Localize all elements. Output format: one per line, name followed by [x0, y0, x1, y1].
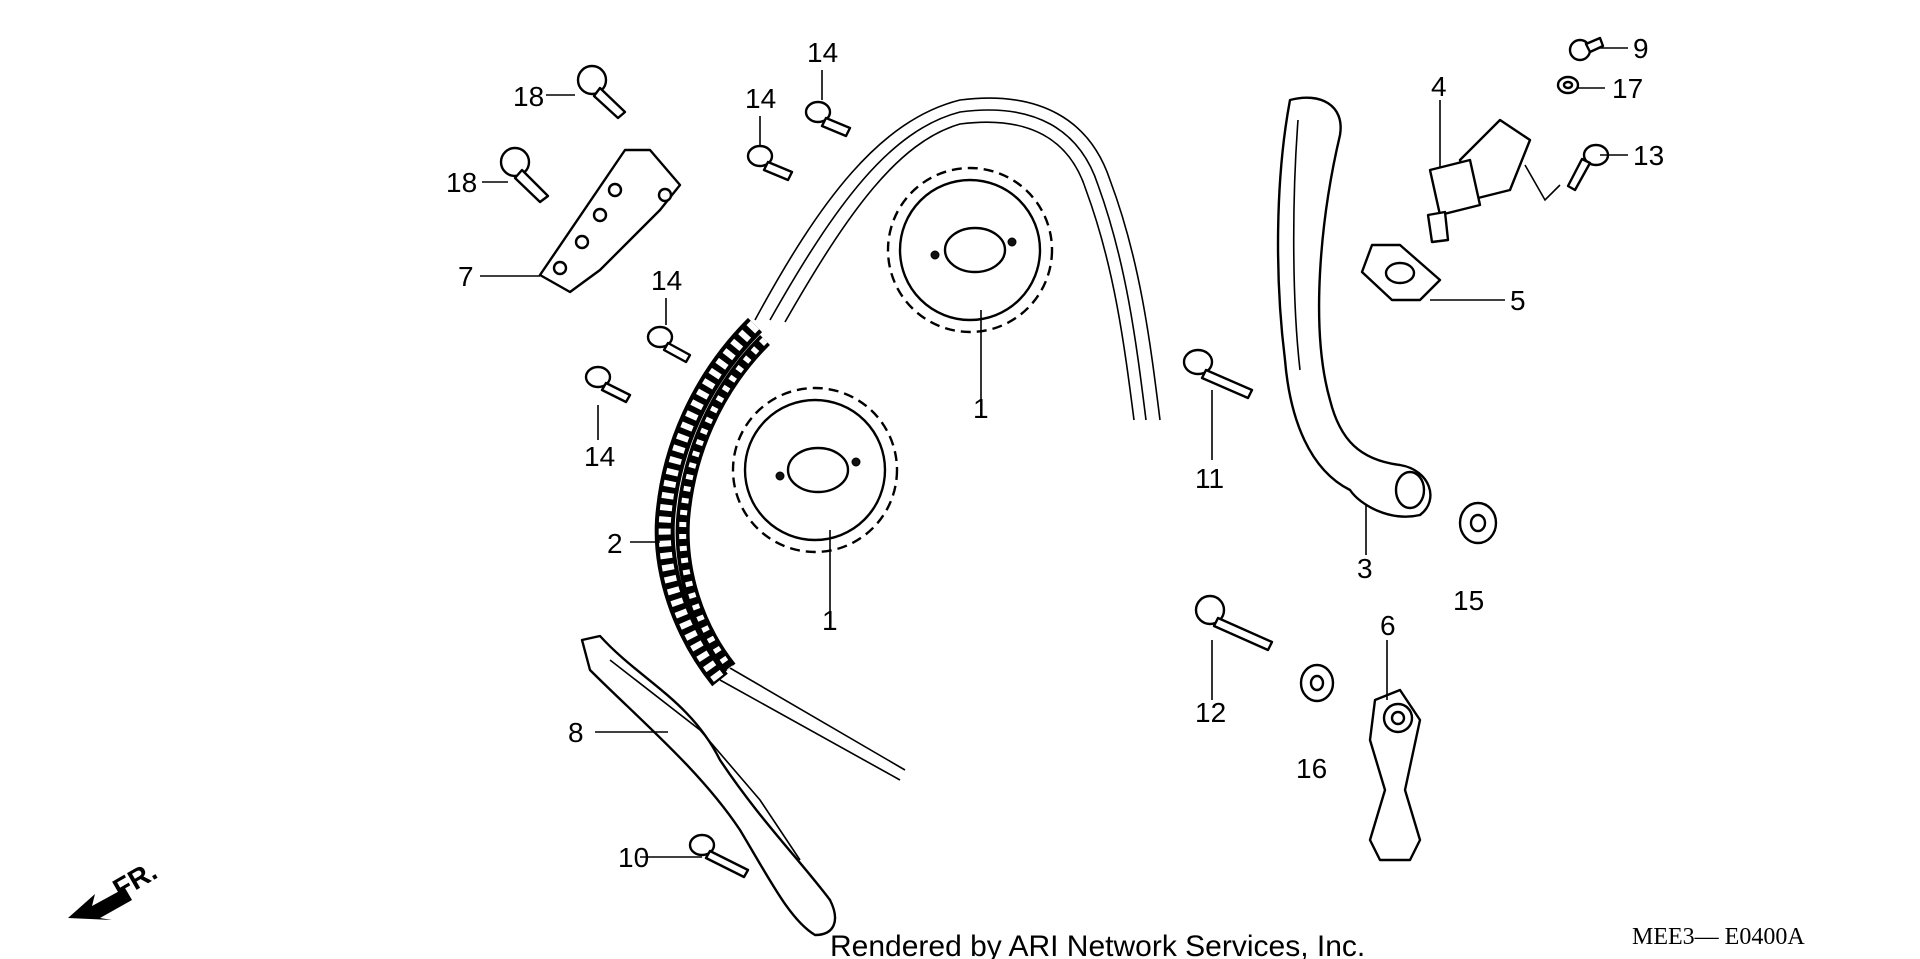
bolt-9: [1568, 36, 1605, 62]
callout-11: 11: [1195, 463, 1224, 494]
chain-tensioner-arm: [1276, 96, 1432, 518]
callout-10: 10: [618, 842, 649, 873]
callout-labels: 1 1 2 3 4 5 6 7 8 9 10 11 12 13 14 14 14…: [446, 33, 1664, 873]
callout-8: 8: [568, 717, 584, 748]
callout-14-c: 14: [651, 265, 682, 296]
callout-4: 4: [1431, 71, 1447, 102]
bolt-12: [1194, 594, 1274, 652]
bolts: [499, 36, 1610, 879]
bolt-14-a: [804, 100, 852, 138]
callout-1-lower: 1: [822, 605, 838, 636]
bolt-14-b: [746, 144, 794, 182]
callout-18-lower: 18: [446, 167, 477, 198]
tensioner-stopper: [1368, 688, 1422, 862]
cam-chain-path: [719, 97, 1161, 781]
washer-15: [1458, 501, 1498, 545]
callout-1-upper: 1: [973, 393, 989, 424]
washer-16: [1299, 663, 1335, 703]
callout-12: 12: [1195, 697, 1226, 728]
bolt-10: [688, 833, 750, 879]
callout-13: 13: [1633, 140, 1664, 171]
bolt-14-d: [584, 365, 632, 404]
cam-chain-guide: [580, 634, 837, 937]
cam-sprocket-upper: [886, 166, 1054, 334]
callout-18-upper: 18: [513, 81, 544, 112]
bolt-14-c: [646, 325, 692, 364]
callout-15: 15: [1453, 585, 1484, 616]
cam-chain: [654, 317, 770, 687]
callout-6: 6: [1380, 610, 1396, 641]
bolt-11: [1182, 348, 1254, 400]
bolt-13: [1566, 143, 1610, 192]
callout-17: 17: [1612, 73, 1643, 104]
washer-17: [1556, 75, 1580, 95]
callout-16: 16: [1296, 753, 1327, 784]
chain-tensioner: [1426, 118, 1561, 244]
callout-9: 9: [1633, 33, 1649, 64]
callout-5: 5: [1510, 285, 1526, 316]
callout-7: 7: [458, 261, 474, 292]
callout-14-a: 14: [807, 37, 838, 68]
tensioner-gasket: [1360, 243, 1442, 302]
footer-credit: Rendered by ARI Network Services, Inc.: [830, 930, 1365, 959]
bolt-18-upper: [576, 64, 627, 120]
diagram-code: MEE3— E0400A: [1632, 924, 1805, 950]
callout-2: 2: [607, 528, 623, 559]
front-direction-arrow: FR.: [68, 855, 162, 920]
guide-plate: [538, 148, 682, 294]
callout-14-b: 14: [745, 83, 776, 114]
callout-3: 3: [1357, 553, 1373, 584]
leader-lines: [480, 47, 1628, 858]
cam-sprocket-lower: [731, 386, 899, 554]
bolt-18-lower: [499, 146, 550, 204]
callout-14-d: 14: [584, 441, 615, 472]
